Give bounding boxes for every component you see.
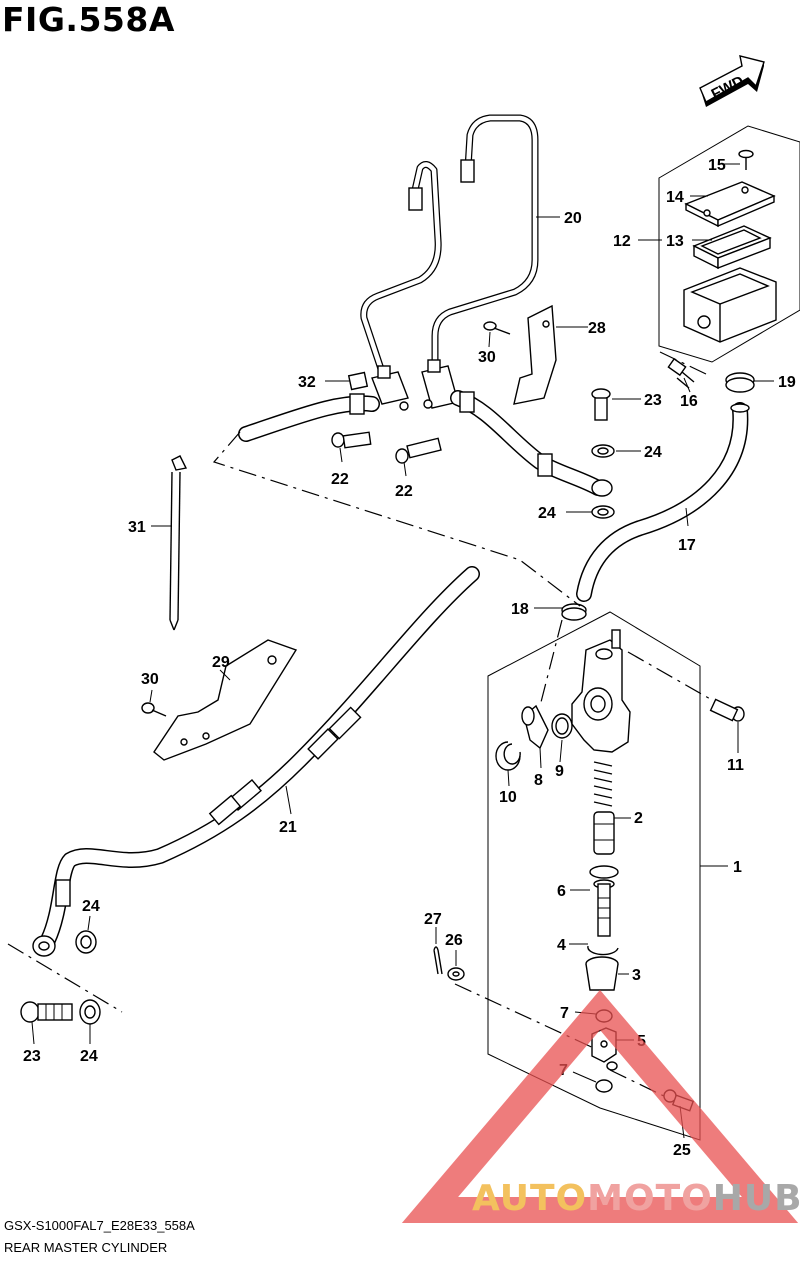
watermark-part2: MOTO [587, 1178, 713, 1219]
brake-pipe-20 [360, 114, 539, 376]
circlip-4 [587, 945, 619, 956]
callout-32: 32 [298, 374, 316, 391]
watermark-part1: AUTO [472, 1178, 588, 1219]
master-cylinder-body [571, 629, 631, 753]
brake-hose-21 [32, 566, 480, 957]
callout-30-upper: 30 [478, 349, 496, 366]
fwd-arrow-icon: FWD [699, 55, 765, 107]
piston-assembly-2 [593, 761, 615, 855]
reservoir-diaphragm [692, 225, 772, 270]
reservoir-cap-screw [738, 149, 754, 170]
union-bolts-22 [331, 431, 442, 464]
callout-3: 3 [632, 967, 641, 984]
circlip-10 [495, 741, 521, 771]
watermark-part3: HUB [712, 1178, 800, 1219]
callout-15: 15 [708, 157, 726, 174]
brake-hose-upper [238, 390, 613, 497]
callout-24-lower: 24 [80, 1048, 98, 1065]
callout-22-right: 22 [395, 483, 413, 500]
inlet-fitting-8 [521, 704, 549, 750]
figure-title: FIG.558A [2, 0, 175, 39]
hose-bracket-28 [513, 304, 557, 405]
callout-31: 31 [128, 519, 146, 536]
callout-24-middle: 24 [538, 505, 556, 522]
callout-4: 4 [557, 937, 566, 954]
reservoir-cap [684, 181, 776, 228]
hose-clamp-19 [725, 372, 755, 393]
washer-24-left [75, 930, 97, 954]
bolt-30-upper [483, 321, 511, 335]
nut-7-lower [595, 1061, 618, 1093]
callout-14: 14 [666, 189, 684, 206]
callout-1: 1 [733, 859, 742, 876]
bolt-30-lower [141, 702, 167, 717]
callout-10: 10 [499, 789, 517, 806]
callout-12: 12 [613, 233, 631, 250]
callout-22-left: 22 [331, 471, 349, 488]
callout-23-upper: 23 [644, 392, 662, 409]
callout-29: 29 [212, 654, 230, 671]
reservoir-mount-bolt [667, 357, 695, 389]
callout-11: 11 [727, 757, 744, 774]
callout-numbers: 1 2 3 4 5 6 7 7 8 9 10 11 12 13 14 15 16… [23, 157, 796, 1159]
reservoir-hose [576, 402, 750, 602]
callout-20: 20 [564, 210, 582, 227]
callout-2: 2 [634, 810, 643, 827]
callout-25: 25 [673, 1142, 691, 1159]
callout-17: 17 [678, 537, 696, 554]
washer-24-upper [591, 444, 615, 519]
washer-24-lower [79, 999, 101, 1025]
hose-clamp-32 [347, 371, 369, 391]
callout-9: 9 [555, 763, 564, 780]
reservoir-group-box [658, 125, 800, 363]
footer-model-code: GSX-S1000FAL7_E28E33_558A [4, 1218, 195, 1233]
callout-16: 16 [680, 393, 698, 410]
push-rod-6 [589, 865, 619, 937]
callout-13: 13 [666, 233, 684, 250]
callout-6: 6 [557, 883, 566, 900]
reservoir-body [683, 267, 777, 343]
watermark-text: AUTOMOTOHUB [472, 1178, 800, 1219]
brake-joint-block [371, 359, 459, 411]
callout-28: 28 [588, 320, 606, 337]
callout-26: 26 [445, 932, 463, 949]
callout-18: 18 [511, 601, 529, 618]
footer-description: REAR MASTER CYLINDER [4, 1240, 168, 1255]
callout-7-upper: 7 [560, 1005, 569, 1022]
union-bolt-23-lower [20, 1001, 73, 1023]
watermark-logo [401, 989, 799, 1223]
reference-lines [7, 351, 713, 1099]
bracket-29 [153, 639, 298, 761]
callout-30-lower: 30 [141, 671, 159, 688]
cotter-pin-27 [433, 946, 443, 975]
union-bolt-23-upper [591, 388, 611, 421]
o-ring-9 [551, 713, 573, 739]
callout-19: 19 [778, 374, 796, 391]
callout-24-upper: 24 [644, 444, 662, 461]
boot-3 [585, 956, 619, 991]
callout-23-lower: 23 [23, 1048, 41, 1065]
mounting-bolt-11 [709, 698, 745, 722]
callout-8: 8 [534, 772, 543, 789]
callout-21: 21 [279, 819, 297, 836]
callout-27: 27 [424, 911, 442, 928]
hose-clamp-18 [561, 603, 587, 621]
cable-tie-31 [169, 455, 188, 631]
washer-26 [447, 967, 465, 981]
callout-24-left: 24 [82, 898, 100, 915]
